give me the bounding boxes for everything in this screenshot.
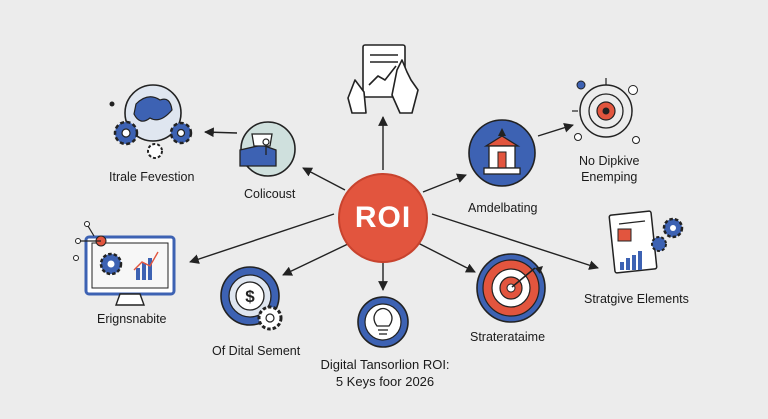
arrow-to-report (431, 213, 599, 270)
target-network-icon (572, 78, 640, 144)
hub-label: ROI (354, 201, 412, 234)
bank-building-icon (468, 119, 536, 187)
arrow-to-dollar (282, 242, 351, 276)
node-label-upper-left: Colicoust (244, 187, 296, 201)
connector-arrows (189, 116, 599, 291)
node-label-left: Erignsnabite (97, 312, 167, 326)
dollar-gear-icon: $ (220, 266, 283, 331)
arrow-to-bank (422, 173, 467, 193)
report-gears-icon (608, 210, 684, 274)
node-label-top-left: Itrale Fevestion (109, 170, 195, 184)
arrow-to-target (417, 242, 476, 273)
money-bag-icon (239, 121, 296, 177)
svg-text:$: $ (245, 287, 255, 306)
node-label-right: Stratgive Elements (584, 292, 689, 306)
arrow-to-network (537, 122, 574, 137)
node-label-top-right: No Dipkive Enemping (579, 154, 640, 184)
diagram-title: Digital Tansorlion ROI: 5 Keys foor 2026 (305, 356, 465, 390)
node-label-bottom-left: Of Dital Sement (212, 344, 301, 358)
document-hand-icon (347, 44, 419, 114)
arrow-to-gears (204, 127, 238, 138)
arrow-to-monitor (189, 213, 335, 264)
lightbulb-icon (357, 296, 409, 348)
bullseye-arrow-icon (476, 253, 546, 323)
title-line-1: Digital Tansorlion ROI: (320, 357, 450, 372)
roi-hub-circle (338, 173, 428, 263)
title-line-2: 5 Keys foor 2026 (335, 374, 435, 389)
monitor-gear-chart-icon (73, 221, 176, 306)
arrow-to-colicoust (302, 167, 346, 191)
node-label-upper-right: Amdelbating (468, 201, 538, 215)
gears-globe-icon (109, 84, 193, 159)
node-label-bottom-right: Straterataime (470, 330, 546, 344)
